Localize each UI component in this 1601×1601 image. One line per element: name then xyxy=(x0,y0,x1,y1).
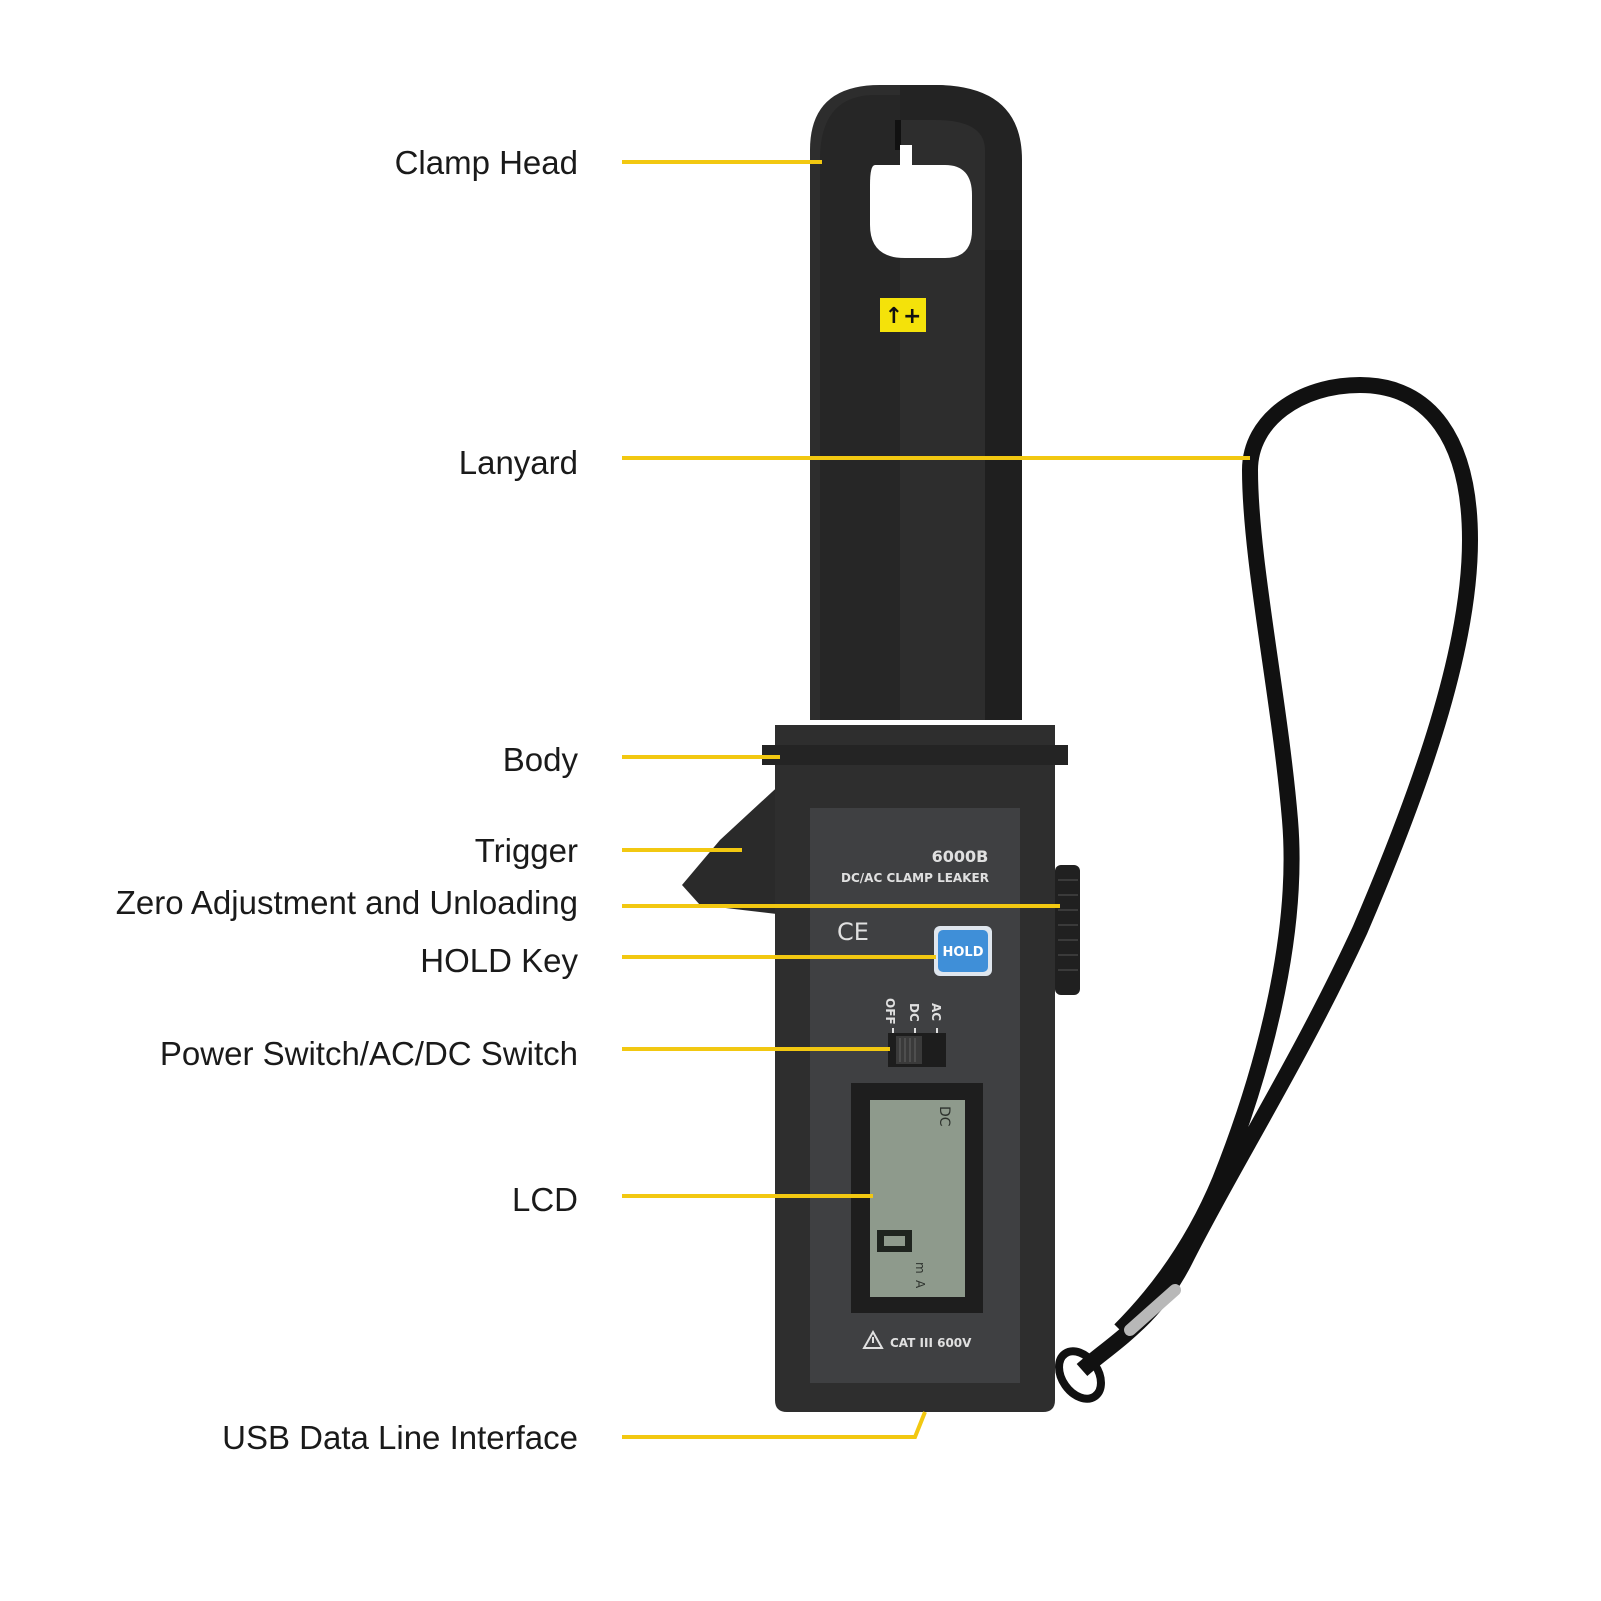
leader-lines xyxy=(622,160,1250,1439)
model-number: 6000B xyxy=(932,847,989,866)
leader-usb xyxy=(622,1411,927,1439)
switch-label-off: OFF xyxy=(883,998,897,1025)
switch-label-dc: DC xyxy=(907,1003,921,1022)
hold-button-label: HOLD xyxy=(942,945,983,960)
ce-mark: CE xyxy=(837,918,869,946)
label-power-switch: Power Switch/AC/DC Switch xyxy=(159,1035,578,1072)
safety-rating: CAT III 600V xyxy=(890,1336,972,1350)
label-lanyard: Lanyard xyxy=(458,444,578,481)
model-subtitle: DC/AC CLAMP LEAKER xyxy=(841,871,989,885)
label-usb: USB Data Line Interface xyxy=(222,1419,578,1456)
hold-button[interactable]: HOLD xyxy=(934,926,992,976)
zero-adjust-knob xyxy=(1055,865,1080,995)
label-clamp-head: Clamp Head xyxy=(394,144,578,181)
head-symbol: ↑+ xyxy=(885,304,922,329)
trigger xyxy=(682,780,785,915)
warning-icon xyxy=(862,1329,884,1349)
lcd-digit xyxy=(877,1230,912,1252)
lcd-unit-m: m xyxy=(913,1262,927,1274)
label-lcd: LCD xyxy=(511,1181,578,1218)
head-sticker xyxy=(880,298,926,332)
lcd-mode: DC xyxy=(936,1106,952,1127)
label-zero-adjustment: Zero Adjustment and Unloading xyxy=(115,884,578,921)
lcd-screen xyxy=(870,1100,965,1297)
label-hold-key: HOLD Key xyxy=(420,942,578,979)
label-body: Body xyxy=(502,741,578,778)
power-switch[interactable] xyxy=(888,1033,946,1067)
lcd-unit-a: A xyxy=(913,1280,927,1289)
label-trigger: Trigger xyxy=(474,832,578,869)
clamp-head: ↑+ xyxy=(810,85,1022,720)
switch-label-ac: AC xyxy=(929,1003,943,1021)
lanyard-strap xyxy=(1055,377,1478,1403)
